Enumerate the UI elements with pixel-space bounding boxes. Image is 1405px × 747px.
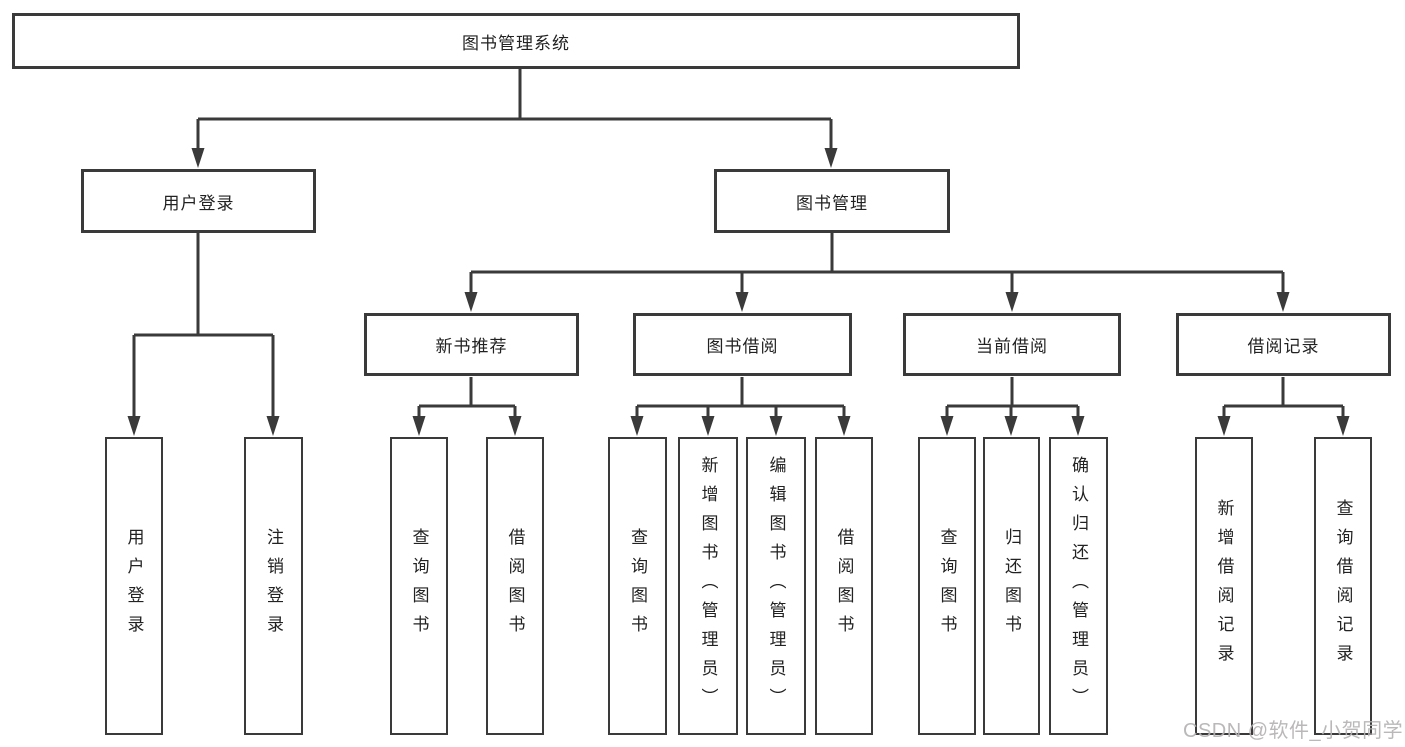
- leaf-borrow-books-1-label: 借阅图书: [505, 528, 525, 644]
- leaf-add-borrow-record-label: 新增借阅记录: [1214, 499, 1234, 673]
- node-root-system: 图书管理系统: [12, 13, 1020, 69]
- node-borrowing-records-label: 借阅记录: [1247, 337, 1320, 356]
- node-new-book-recommendation-label: 新书推荐: [435, 337, 508, 356]
- connector-user-login-to-children: [127, 233, 280, 436]
- leaf-borrow-books-2-label: 借阅图书: [834, 528, 854, 644]
- connector-current-borrow-to-children: [940, 377, 1085, 436]
- connector-book-management-to-children: [464, 233, 1290, 312]
- leaf-add-book-admin: 新增图书（管理员）: [678, 437, 738, 735]
- leaf-add-book-admin-label: 新增图书（管理员）: [698, 455, 718, 717]
- node-current-borrowing: 当前借阅: [903, 313, 1121, 376]
- node-user-login: 用户登录: [81, 169, 316, 233]
- leaf-edit-book-admin-label: 编辑图书（管理员）: [766, 455, 786, 717]
- leaf-query-books-2: 查询图书: [608, 437, 667, 735]
- node-book-management-label: 图书管理: [796, 193, 868, 213]
- node-borrowing-records: 借阅记录: [1176, 313, 1391, 376]
- leaf-edit-book-admin: 编辑图书（管理员）: [746, 437, 806, 735]
- leaf-query-books-3-label: 查询图书: [937, 528, 957, 644]
- connector-borrow-records-to-children: [1217, 377, 1350, 436]
- leaf-logout: 注销登录: [244, 437, 303, 735]
- node-root-system-label: 图书管理系统: [462, 33, 570, 53]
- leaf-query-books-2-label: 查询图书: [628, 528, 647, 644]
- leaf-query-books-1: 查询图书: [390, 437, 448, 735]
- leaf-query-books-3: 查询图书: [918, 437, 976, 735]
- connector-root-to-children: [191, 69, 838, 168]
- leaf-confirm-return-admin-label: 确认归还（管理员）: [1069, 455, 1088, 717]
- node-new-book-recommendation: 新书推荐: [364, 313, 579, 376]
- leaf-borrow-books-1: 借阅图书: [486, 437, 544, 735]
- leaf-return-book-label: 归还图书: [1002, 528, 1021, 644]
- leaf-query-borrow-record-label: 查询借阅记录: [1333, 499, 1353, 673]
- leaf-borrow-books-2: 借阅图书: [815, 437, 873, 735]
- node-user-login-label: 用户登录: [162, 193, 235, 213]
- connector-new-book-rec-to-children: [412, 377, 522, 436]
- node-current-borrowing-label: 当前借阅: [976, 337, 1048, 356]
- csdn-watermark: CSDN @软件_小贺同学: [1183, 720, 1404, 742]
- leaf-return-book: 归还图书: [983, 437, 1040, 735]
- connector-book-borrow-to-children: [630, 377, 851, 436]
- leaf-query-borrow-record: 查询借阅记录: [1314, 437, 1372, 735]
- leaf-user-login-label: 用户登录: [124, 528, 144, 644]
- leaf-user-login: 用户登录: [105, 437, 163, 735]
- node-book-management: 图书管理: [714, 169, 950, 233]
- leaf-logout-label: 注销登录: [264, 528, 283, 644]
- node-book-borrowing-label: 图书借阅: [706, 337, 779, 356]
- leaf-query-books-1-label: 查询图书: [409, 528, 429, 644]
- node-book-borrowing: 图书借阅: [633, 313, 852, 376]
- leaf-add-borrow-record: 新增借阅记录: [1195, 437, 1253, 735]
- leaf-confirm-return-admin: 确认归还（管理员）: [1049, 437, 1108, 735]
